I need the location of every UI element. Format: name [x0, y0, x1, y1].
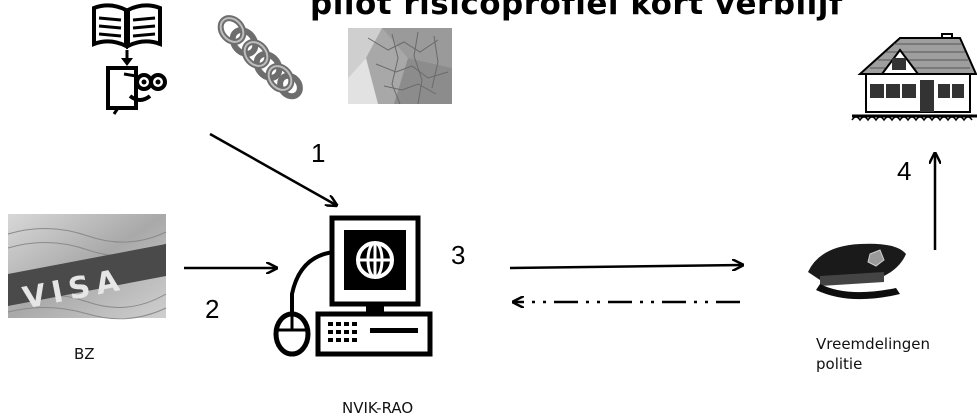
label-police-line1: Vreemdelingen [816, 335, 931, 353]
police-cap-icon [808, 243, 906, 300]
step-number-1: 1 [311, 138, 326, 168]
step-number-2: 2 [205, 294, 220, 324]
arrow-step-3-forward [509, 265, 742, 268]
computer-workstation-icon [273, 215, 433, 357]
book-reader-icon [92, 3, 167, 115]
chain-links-icon [217, 15, 303, 100]
diagram-title: pilot risicoprofiel kort verblijf [310, 0, 843, 22]
label-vreemdelingen-politie: Vreemdelingen politie [816, 334, 930, 374]
house-icon [851, 33, 977, 122]
label-bz: BZ [74, 345, 95, 363]
step-number-4: 4 [897, 156, 912, 186]
arrow-step-1 [209, 132, 336, 205]
visa-document-icon: VISA [7, 214, 167, 320]
step-number-3: 3 [451, 240, 466, 270]
map-icon [348, 28, 452, 105]
label-police-line2: politie [816, 355, 863, 373]
label-nvik-rao: NVIK-RAO [342, 399, 414, 417]
